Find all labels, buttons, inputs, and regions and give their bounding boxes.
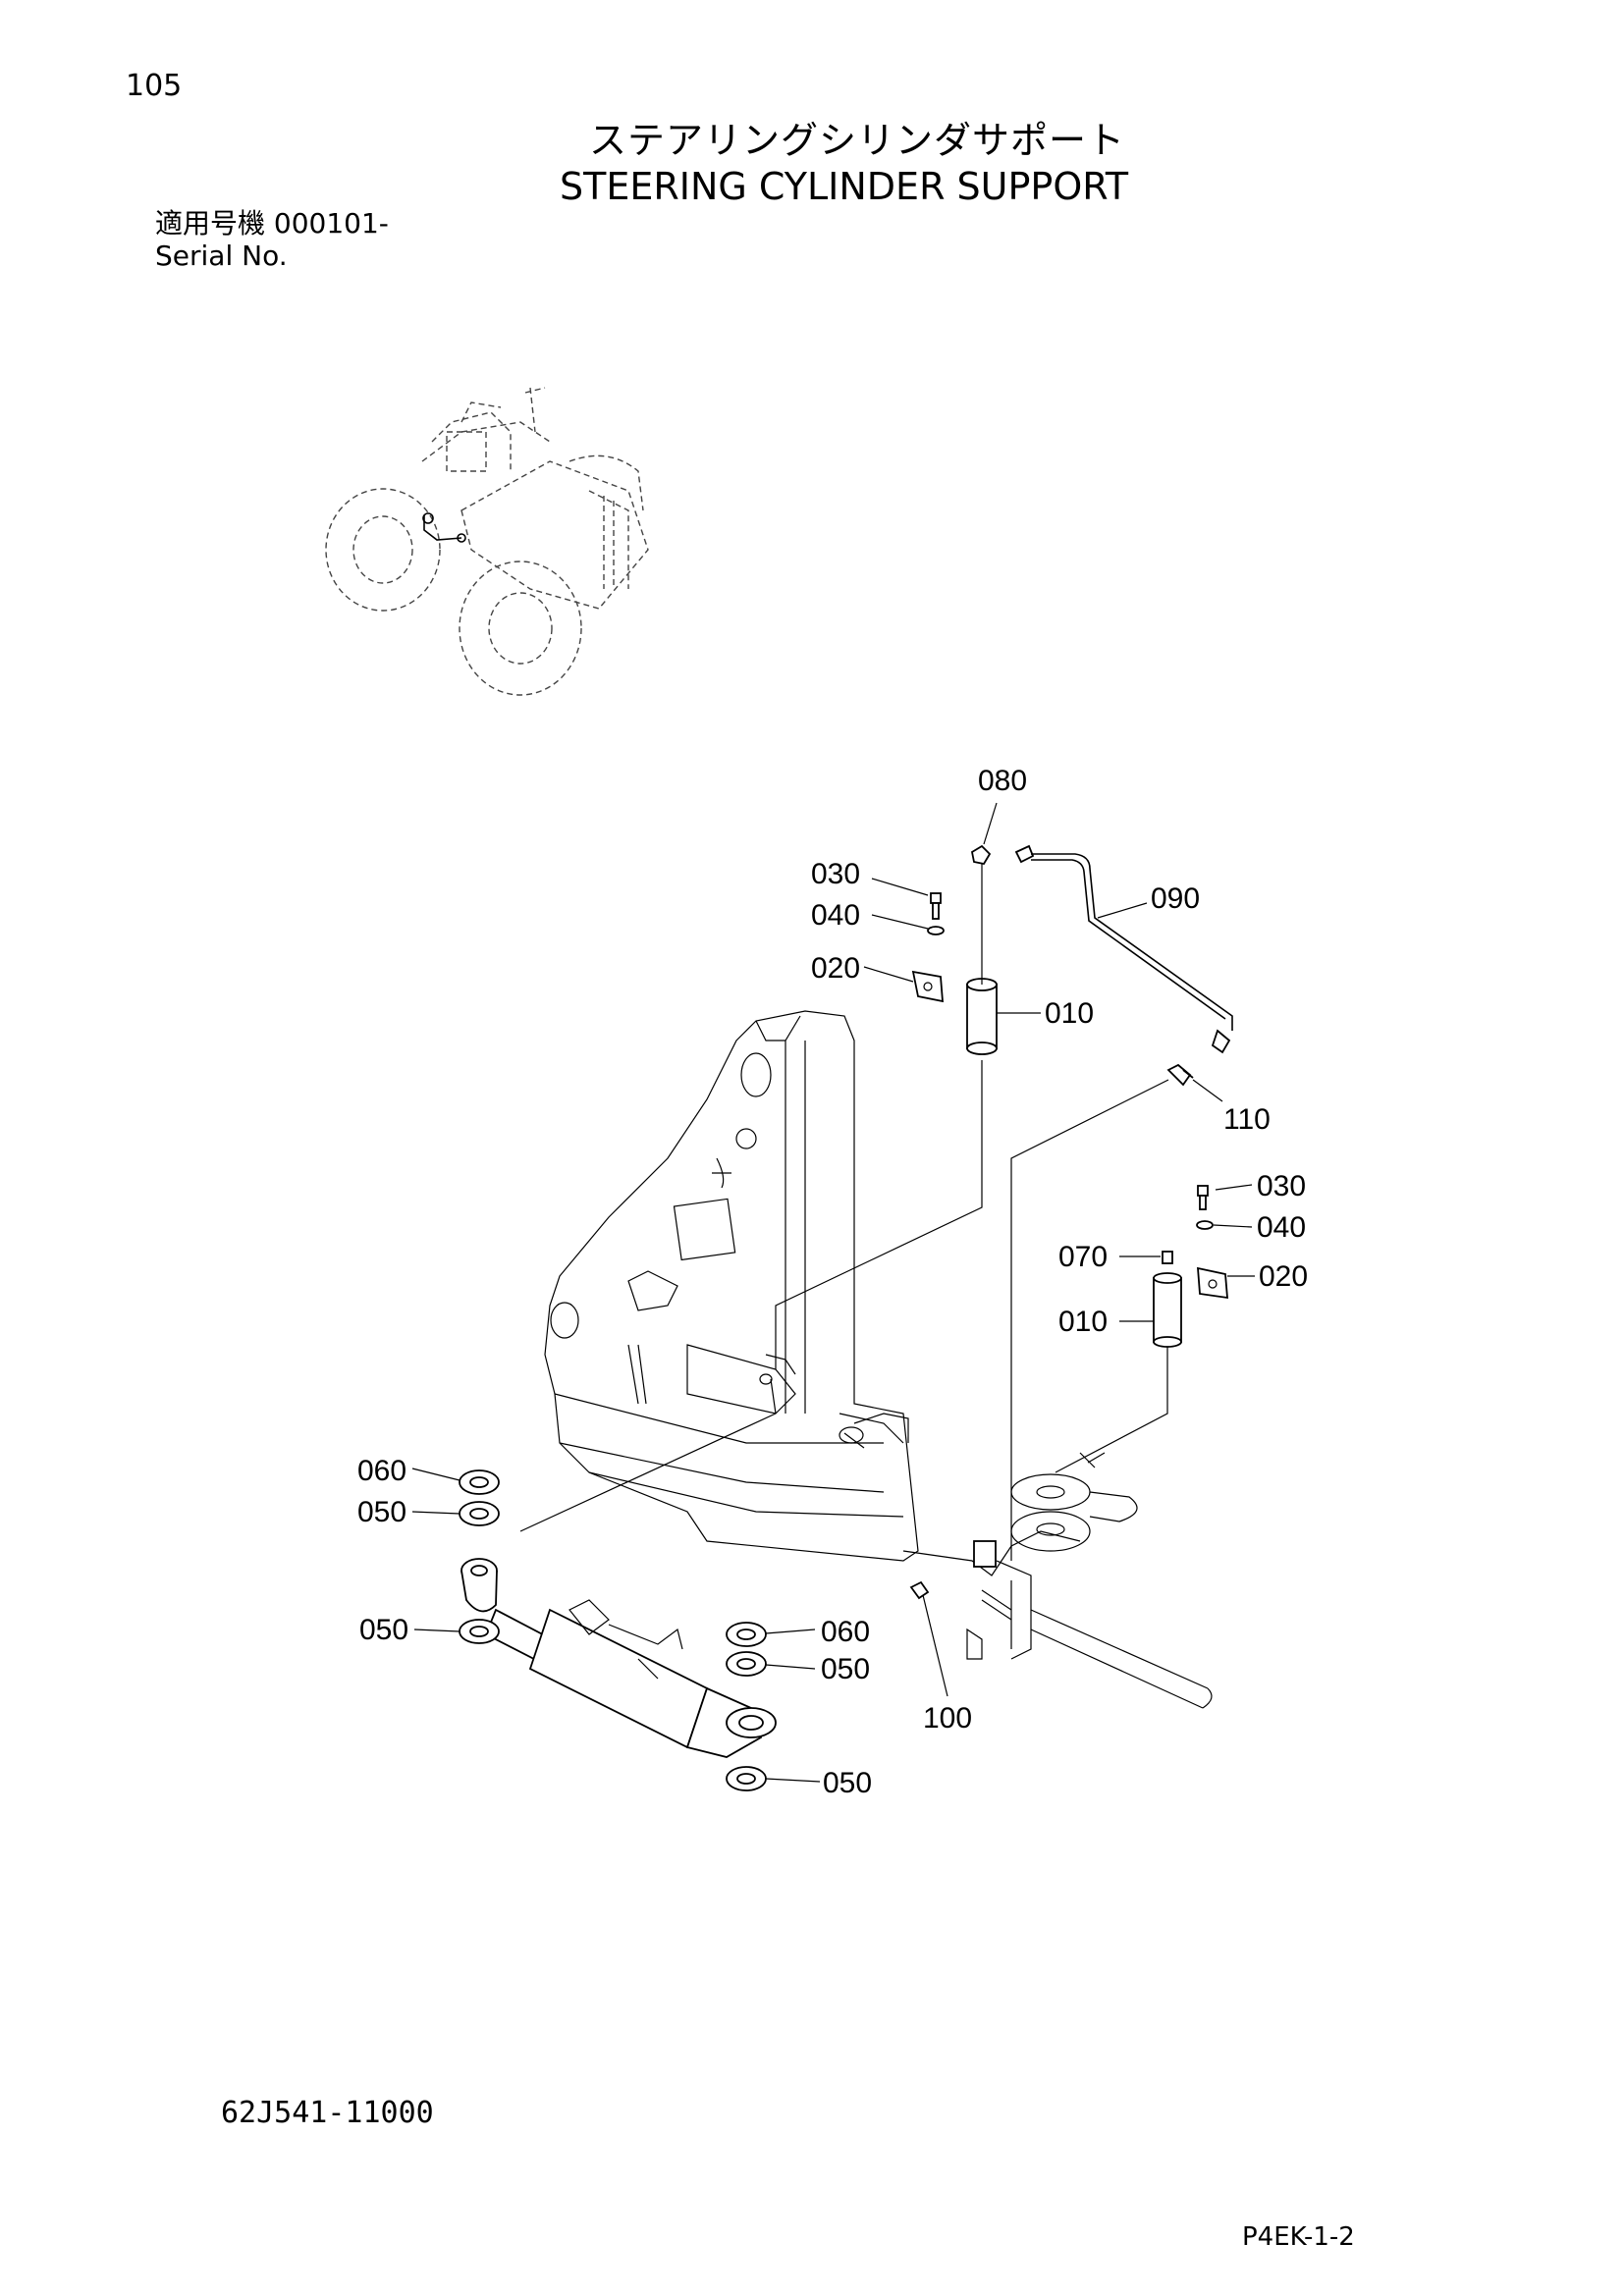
upper-washer-040 <box>927 926 945 935</box>
upper-pin-010 <box>966 978 998 1055</box>
machine-locator-thumbnail <box>325 387 649 696</box>
callout-020-lower: 020 <box>1259 1260 1308 1293</box>
callout-070: 070 <box>1058 1241 1108 1273</box>
leader-lines <box>411 802 1255 1783</box>
page-number: 105 <box>126 69 183 103</box>
grease-fitting-080 <box>970 844 1035 866</box>
upper-plate-020 <box>911 970 944 1003</box>
upper-bolt-030 <box>930 892 942 920</box>
callout-050-right-upper: 050 <box>821 1653 870 1685</box>
assembly-guide-lines <box>519 864 1169 1561</box>
callout-050-left-lower: 050 <box>359 1614 408 1646</box>
page-title-japanese: ステアリングシリンダサポート <box>589 119 1126 162</box>
grease-nipple-070 <box>1162 1251 1173 1264</box>
callout-110: 110 <box>1223 1103 1271 1136</box>
callout-060-right: 060 <box>821 1616 870 1648</box>
callout-010-lower: 010 <box>1058 1306 1108 1338</box>
lower-pin-010 <box>1153 1272 1182 1348</box>
washers <box>459 1469 767 1791</box>
document-code: 62J541-11000 <box>221 2096 434 2130</box>
callout-020-upper: 020 <box>811 952 860 985</box>
callout-labels: 080 090 030 040 020 010 110 030 040 070 … <box>357 765 1308 1799</box>
lower-washer-040 <box>1196 1220 1214 1230</box>
steering-support-frame <box>544 1010 919 1562</box>
callout-060-left: 060 <box>357 1455 406 1487</box>
axle-linkage <box>902 1452 1213 1709</box>
page-code: P4EK-1-2 <box>1242 2222 1355 2252</box>
callout-080: 080 <box>978 765 1027 797</box>
lower-plate-020 <box>1197 1266 1228 1300</box>
callout-040-lower: 040 <box>1257 1211 1306 1244</box>
callout-030-upper: 030 <box>811 858 860 890</box>
callout-010-upper: 010 <box>1045 997 1094 1030</box>
callout-050-right-lower: 050 <box>823 1767 872 1799</box>
grease-fitting-100 <box>909 1580 930 1600</box>
grease-hose-090 <box>1031 853 1233 1054</box>
callout-100: 100 <box>923 1702 972 1735</box>
serial-label: Serial No. <box>155 240 288 272</box>
page-title: STEERING CYLINDER SUPPORT <box>560 165 1129 208</box>
callout-090: 090 <box>1151 882 1200 915</box>
steering-cylinder <box>460 1558 777 1758</box>
lower-bolt-030 <box>1197 1185 1209 1210</box>
serial-applicability: 適用号機 000101- <box>155 207 389 240</box>
callout-030-lower: 030 <box>1257 1170 1306 1202</box>
callout-050-left-upper: 050 <box>357 1496 406 1528</box>
callout-040-upper: 040 <box>811 899 860 932</box>
fitting-110 <box>1166 1063 1194 1087</box>
